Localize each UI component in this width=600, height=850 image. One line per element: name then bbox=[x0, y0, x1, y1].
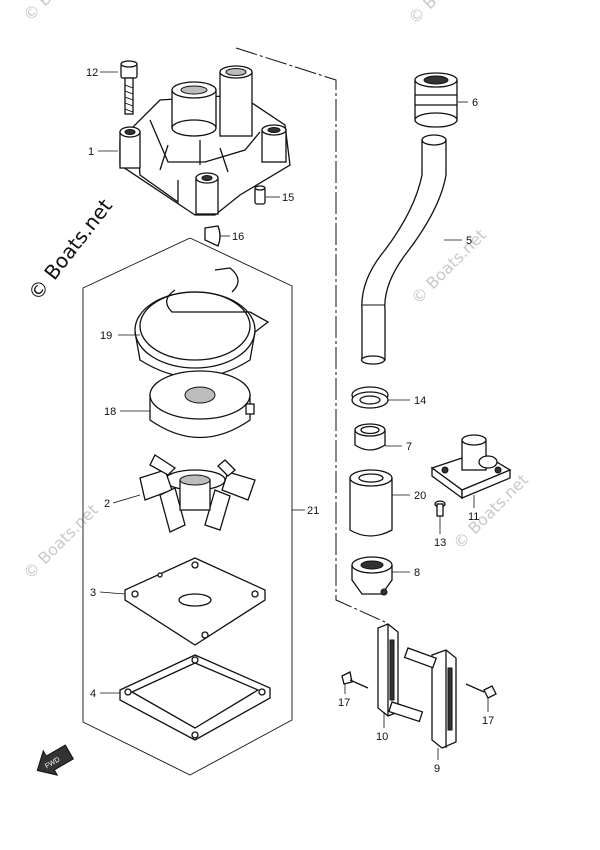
watermark-left-low: © Boats.net bbox=[19, 500, 101, 582]
callout-18: 18 bbox=[104, 406, 116, 418]
part-10-clamp bbox=[377, 623, 424, 723]
part-7-bushing bbox=[354, 423, 386, 451]
part-11-bracket bbox=[430, 434, 512, 500]
leader-lines bbox=[98, 71, 489, 760]
part-1-pump-case bbox=[119, 65, 291, 216]
part-3-plate bbox=[124, 557, 266, 646]
part-5-water-tube bbox=[360, 134, 447, 365]
part-8-grommet bbox=[351, 556, 393, 596]
watermark-top-left: © Boats.net bbox=[19, 0, 101, 25]
part-4-gasket bbox=[119, 654, 271, 741]
part-19-liner bbox=[134, 267, 270, 379]
watermark-top-right: © Boats.net bbox=[404, 0, 486, 28]
part-14-seal-ring bbox=[351, 386, 389, 409]
callout-19: 19 bbox=[100, 330, 112, 342]
watermark-main: © Boats.net bbox=[23, 194, 117, 305]
callout-11: 11 bbox=[468, 511, 479, 523]
callout-3: 3 bbox=[90, 587, 96, 599]
part-13-screw bbox=[434, 500, 446, 517]
callout-12: 12 bbox=[86, 67, 98, 79]
part-9-clamp bbox=[403, 647, 457, 749]
part-15-pin bbox=[254, 185, 266, 205]
part-12-bolt bbox=[120, 60, 138, 115]
kit-outline bbox=[82, 47, 386, 776]
part-17-screw-left bbox=[341, 671, 369, 689]
callout-2: 2 bbox=[104, 498, 110, 510]
watermark-right-mid: © Boats.net bbox=[407, 225, 489, 307]
callout-14: 14 bbox=[414, 395, 426, 407]
callout-1: 1 bbox=[88, 146, 94, 158]
callout-20: 20 bbox=[414, 490, 426, 502]
callout-6: 6 bbox=[472, 97, 478, 109]
callout-9: 9 bbox=[434, 763, 440, 775]
part-2-impeller bbox=[139, 454, 256, 533]
callout-8: 8 bbox=[414, 567, 420, 579]
callout-13: 13 bbox=[434, 537, 446, 549]
part-6-grommet bbox=[414, 72, 458, 128]
callout-5: 5 bbox=[466, 235, 472, 247]
callout-21: 21 bbox=[307, 505, 319, 517]
callout-15: 15 bbox=[282, 192, 294, 204]
part-18-cup bbox=[149, 370, 255, 439]
part-16-key bbox=[204, 225, 221, 247]
part-20-sleeve bbox=[349, 469, 393, 537]
callout-10: 10 bbox=[376, 731, 388, 743]
callout-17-right: 17 bbox=[482, 715, 494, 727]
fwd-arrow-icon: FWD bbox=[36, 744, 75, 776]
callout-labels: 12 1 15 16 19 18 2 21 3 4 6 5 14 7 20 11… bbox=[86, 67, 494, 775]
callout-4: 4 bbox=[90, 688, 96, 700]
callout-16: 16 bbox=[232, 231, 244, 243]
part-17-screw-right bbox=[465, 683, 497, 699]
callout-7: 7 bbox=[406, 441, 412, 453]
callout-17-left: 17 bbox=[338, 697, 350, 709]
